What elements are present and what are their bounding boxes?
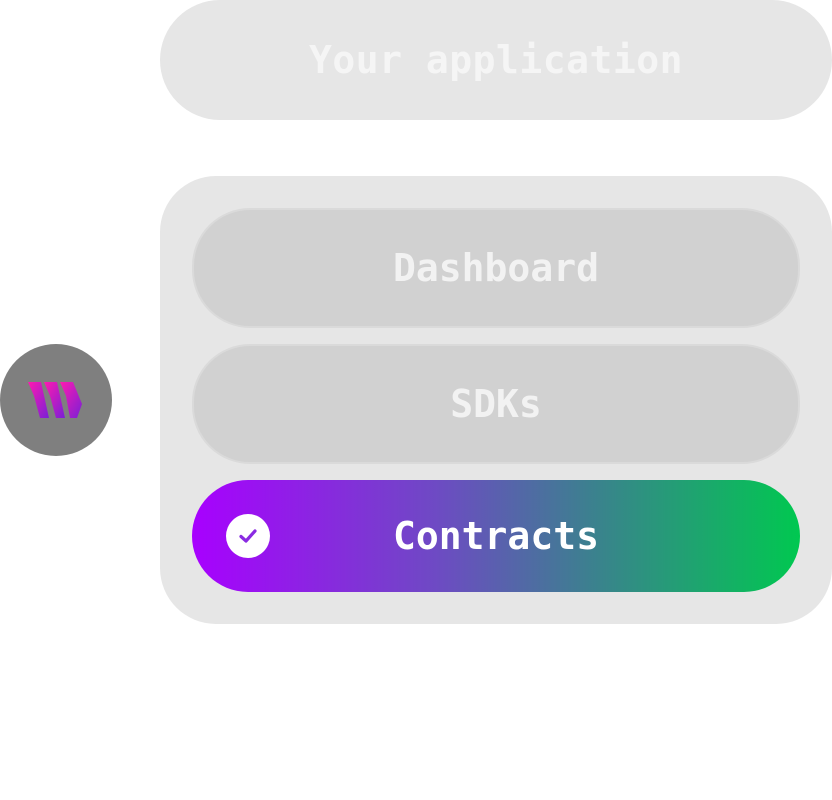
option-contracts-selected[interactable]: Contracts: [192, 480, 800, 592]
your-application-label: Your application: [308, 38, 684, 82]
products-panel: Dashboard SDKs Contracts: [160, 176, 832, 624]
w-logo-badge: [0, 344, 112, 456]
option-sdks-label: SDKs: [450, 382, 542, 426]
option-sdks[interactable]: SDKs: [192, 344, 800, 464]
option-dashboard-label: Dashboard: [393, 246, 599, 290]
your-application-pill: Your application: [160, 0, 832, 120]
w-logo-icon: [28, 382, 82, 418]
option-contracts-label: Contracts: [393, 514, 599, 558]
check-circle-icon: [226, 514, 270, 558]
option-dashboard[interactable]: Dashboard: [192, 208, 800, 328]
